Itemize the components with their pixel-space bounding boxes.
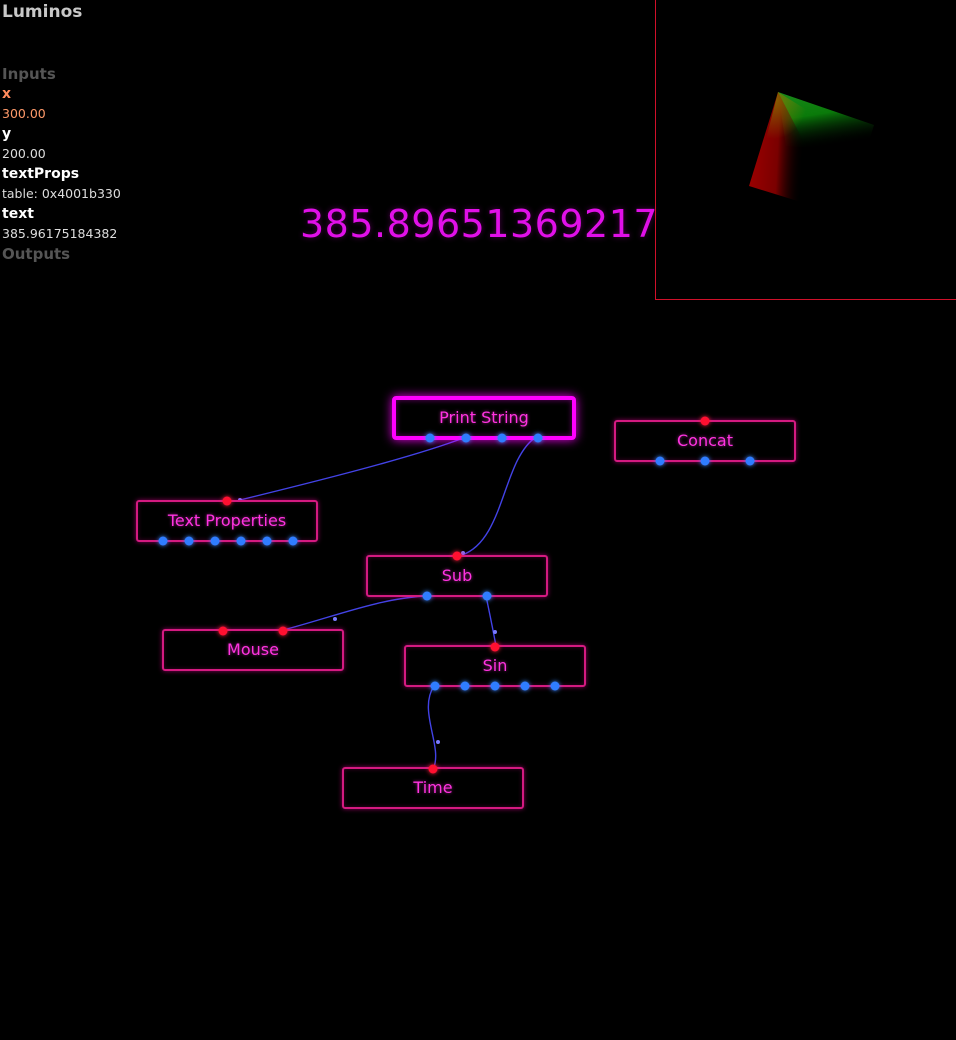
output-pin[interactable]: [655, 456, 665, 466]
node-label: Print String: [439, 408, 529, 427]
prop-textprops[interactable]: textProps table: 0x4001b330: [2, 164, 262, 204]
output-pin[interactable]: [210, 536, 220, 546]
input-pin[interactable]: [222, 496, 232, 506]
3d-viewport[interactable]: [655, 0, 956, 300]
input-pin[interactable]: [490, 642, 500, 652]
output-pin[interactable]: [262, 536, 272, 546]
output-pin[interactable]: [550, 681, 560, 691]
node-mouse[interactable]: Mouse: [162, 626, 344, 671]
output-pin[interactable]: [700, 456, 710, 466]
output-pin[interactable]: [184, 536, 194, 546]
wire-sub-to-sin[interactable]: [485, 595, 497, 647]
wire-print-to-textprops[interactable]: [239, 436, 467, 501]
wire-print-to-sub[interactable]: [461, 436, 537, 556]
input-pin[interactable]: [428, 764, 438, 774]
prop-y[interactable]: y 200.00: [2, 124, 262, 164]
output-pin[interactable]: [158, 536, 168, 546]
prop-name: y: [2, 126, 12, 142]
output-pin[interactable]: [461, 433, 471, 443]
node-label: Concat: [677, 431, 733, 450]
output-pin[interactable]: [425, 433, 435, 443]
node-text-properties[interactable]: Text Properties: [136, 496, 318, 546]
prop-value[interactable]: 385.96175184382: [2, 226, 118, 241]
output-pin[interactable]: [236, 536, 246, 546]
output-pin[interactable]: [520, 681, 530, 691]
output-pin[interactable]: [482, 591, 492, 601]
node-concat[interactable]: Concat: [614, 416, 796, 466]
wire-joint: [333, 617, 337, 621]
output-pin[interactable]: [533, 433, 543, 443]
output-pin[interactable]: [490, 681, 500, 691]
input-pin[interactable]: [218, 626, 228, 636]
prop-value[interactable]: 200.00: [2, 146, 46, 161]
node-label: Mouse: [227, 640, 279, 659]
rendered-output-text: 385.89651369217: [300, 202, 659, 246]
node-label: Sub: [441, 566, 473, 585]
inspector-panel: Inputs x 300.00 y 200.00 textProps table…: [2, 64, 262, 264]
wire-joint: [436, 740, 440, 744]
prop-name: textProps: [2, 166, 80, 182]
input-pin[interactable]: [278, 626, 288, 636]
3d-shape: [749, 92, 874, 203]
prop-name: x: [2, 86, 12, 102]
output-pin[interactable]: [288, 536, 298, 546]
app-title: Luminos: [2, 2, 83, 22]
output-pin[interactable]: [430, 681, 440, 691]
inputs-header: Inputs: [2, 65, 56, 83]
wire-sin-to-time[interactable]: [427, 685, 437, 768]
prop-name: text: [2, 206, 34, 222]
outputs-header: Outputs: [2, 245, 71, 263]
output-pin[interactable]: [497, 433, 507, 443]
node-print-string[interactable]: Print String: [392, 396, 576, 443]
node-label: Sin: [482, 656, 508, 675]
wire-sub-to-mouse[interactable]: [282, 595, 427, 631]
input-pin[interactable]: [700, 416, 710, 426]
wire-joint: [493, 630, 497, 634]
node-label: Text Properties: [167, 511, 287, 530]
output-pin[interactable]: [422, 591, 432, 601]
prop-text[interactable]: text 385.96175184382: [2, 204, 262, 244]
node-label: Time: [413, 778, 453, 797]
node-sub[interactable]: Sub: [366, 551, 548, 601]
node-sin[interactable]: Sin: [404, 642, 586, 691]
prop-value[interactable]: 300.00: [2, 106, 46, 121]
input-pin[interactable]: [452, 551, 462, 561]
output-pin[interactable]: [460, 681, 470, 691]
output-pin[interactable]: [745, 456, 755, 466]
prop-value: table: 0x4001b330: [2, 186, 121, 201]
node-time[interactable]: Time: [342, 764, 524, 809]
prop-x[interactable]: x 300.00: [2, 84, 262, 124]
